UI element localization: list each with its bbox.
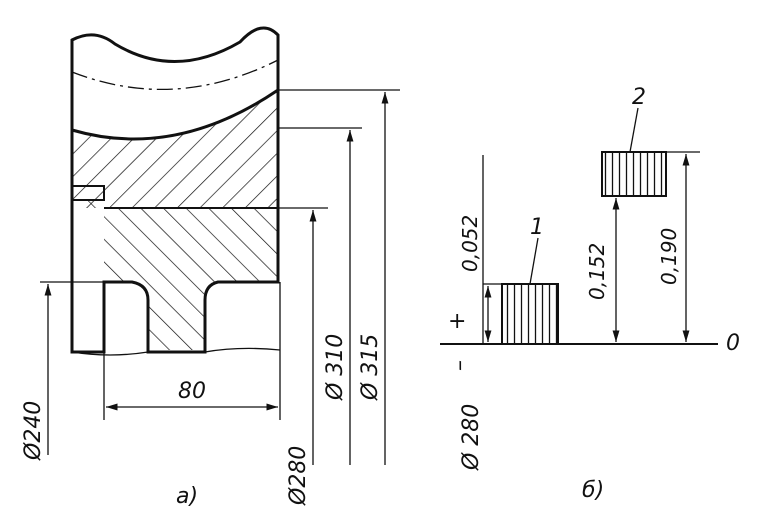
leader-2: [629, 107, 639, 153]
tolerance-field-1: [502, 284, 558, 344]
hub-hatched-region: [72, 200, 278, 350]
wheel-outer-contour: [70, 26, 280, 354]
root-circle-arc: [71, 88, 279, 141]
sign-minus: –: [448, 360, 473, 371]
break-line: [71, 347, 281, 356]
label-field-1: 1: [530, 215, 544, 240]
figure-a-section-view: Ø240 80 Ø280 Ø 310 Ø 315 a): [21, 26, 400, 509]
label-base-dia-280: Ø 280: [459, 404, 484, 471]
figure-b-tolerance-diagram: 0 + – Ø 280 0,052 1 0,152 0,190 2 б): [440, 85, 740, 503]
label-width-80: 80: [178, 379, 206, 404]
label-zero: 0: [726, 331, 740, 356]
label-tol-0052: 0,052: [458, 215, 482, 272]
label-dia-280: Ø280: [286, 446, 311, 506]
caption-a: a): [176, 484, 198, 509]
label-field-2: 2: [632, 85, 646, 110]
label-dia-310: Ø 310: [323, 334, 348, 401]
label-tol-0152: 0,152: [585, 243, 609, 300]
tolerance-field-2: [602, 152, 666, 196]
pitch-line: [71, 59, 279, 90]
sign-plus: +: [448, 309, 466, 334]
caption-b: б): [582, 478, 604, 503]
label-dia-315: Ø 315: [358, 334, 383, 401]
label-tol-0190: 0,190: [657, 228, 681, 285]
label-dia-240: Ø240: [21, 401, 46, 461]
leader-1: [529, 237, 539, 285]
